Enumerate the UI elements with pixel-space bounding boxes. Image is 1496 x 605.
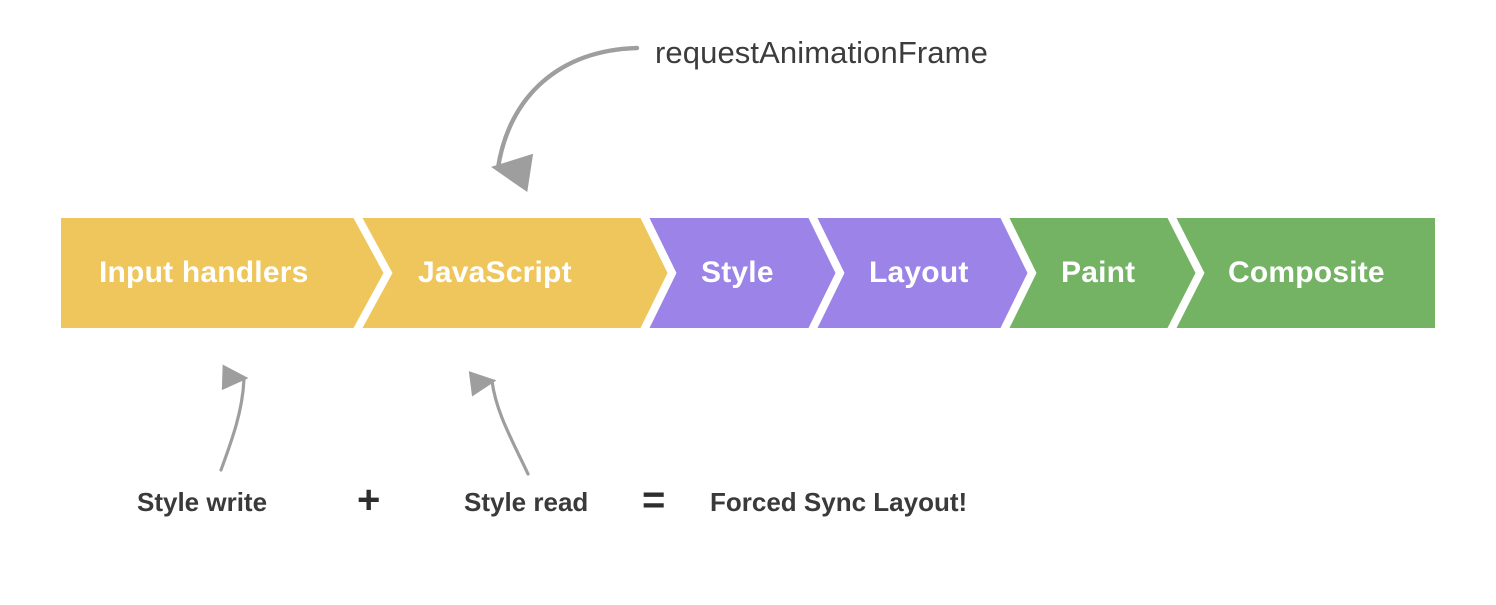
stage-label-input-handlers: Input handlers [99,256,309,289]
formula-equals-operator: = [642,478,666,522]
pipeline-stage-paint [1009,218,1196,328]
formula-style-read: Style read [464,487,589,517]
pipeline-stage-composite [1176,218,1435,328]
stage-label-composite: Composite [1228,256,1385,289]
request-animation-frame-label: requestAnimationFrame [655,35,988,70]
pipeline-bar: Input handlers JavaScript Style Layout P… [61,218,1435,328]
formula-plus-operator: + [357,478,381,522]
pipeline-stage-input-handlers [61,218,384,328]
stage-label-paint: Paint [1061,256,1136,289]
stage-label-layout: Layout [869,256,969,289]
pipeline-chevrons [61,218,1435,328]
pipeline-stage-style [649,218,836,328]
formula-result-forced-sync-layout: Forced Sync Layout! [710,487,968,517]
raf-curved-arrow [491,45,640,193]
pipeline-stage-javascript [362,218,668,328]
style-read-arrow [468,371,530,476]
style-write-arrow [219,364,249,472]
pipeline-stage-layout [817,218,1028,328]
formula-style-write: Style write [137,487,268,517]
stage-label-javascript: JavaScript [418,256,572,289]
stage-label-style: Style [701,256,774,289]
